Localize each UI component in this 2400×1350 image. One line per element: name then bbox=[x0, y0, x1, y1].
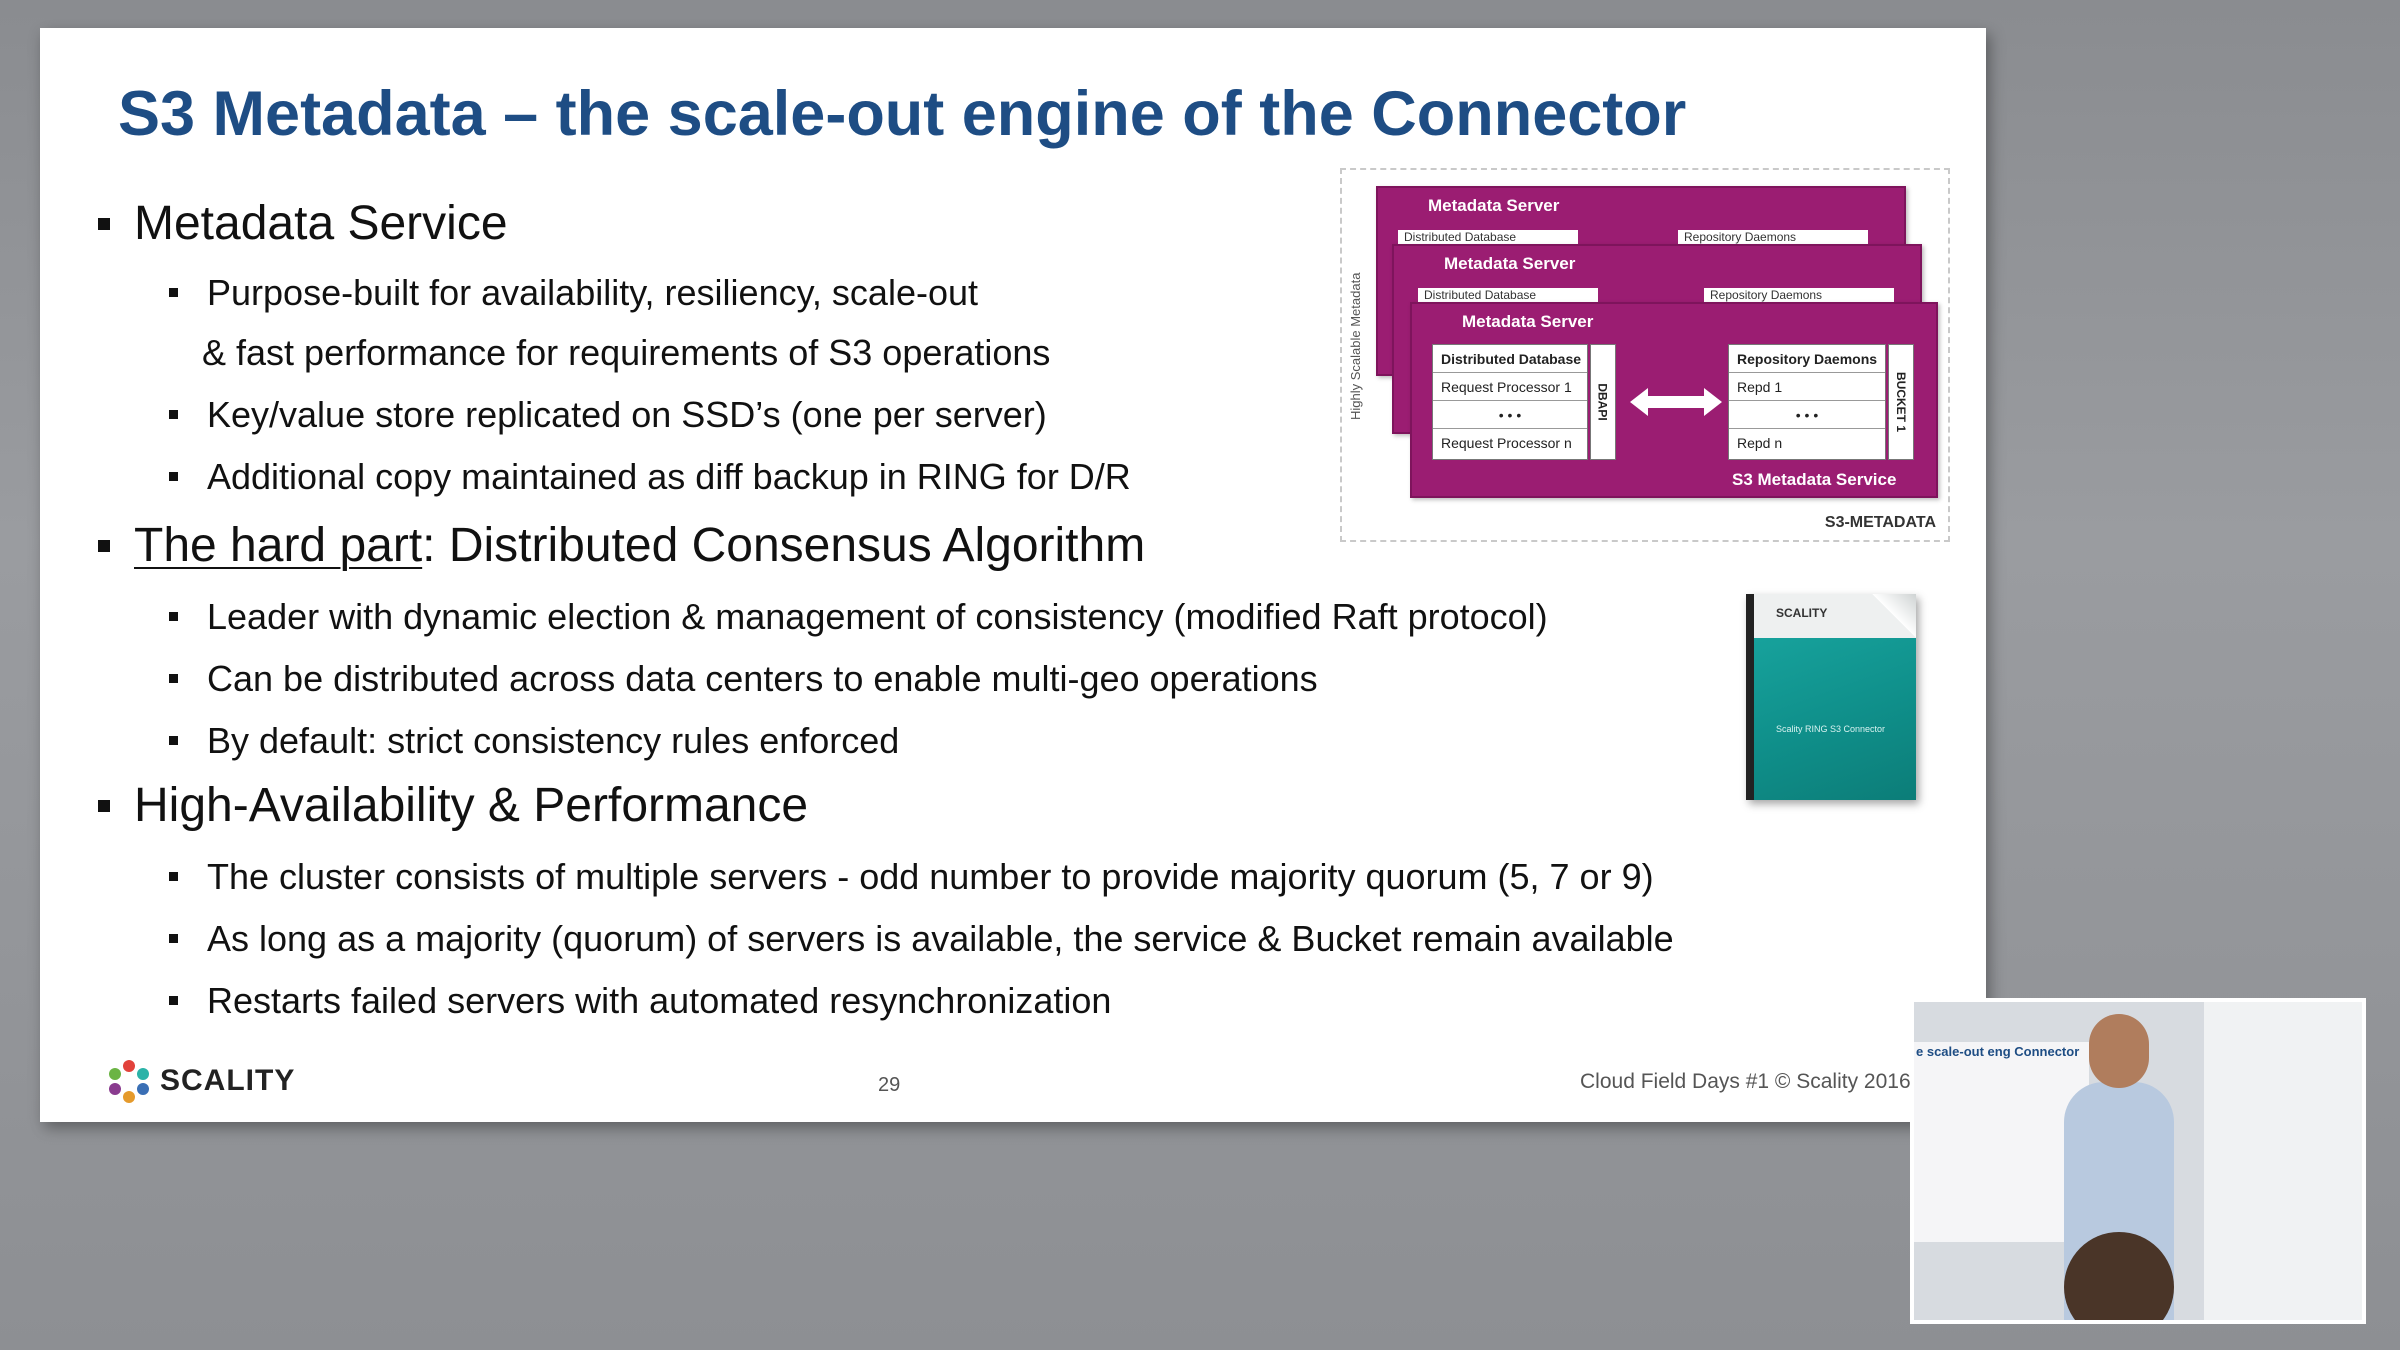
table-row: Request Processor 1 bbox=[1433, 373, 1587, 401]
bidirectional-arrow-icon bbox=[1630, 388, 1722, 416]
audience-member bbox=[2064, 1232, 2174, 1320]
table-row: Repd 1 bbox=[1729, 373, 1885, 401]
footer-logo-text: SCALITY bbox=[160, 1064, 296, 1097]
s3-metadata-box-label: S3-METADATA bbox=[1824, 514, 1936, 531]
distributed-database-table: Distributed Database Request Processor 1… bbox=[1432, 344, 1588, 460]
table-row: Repd n bbox=[1737, 435, 1783, 451]
metadata-server-front: Metadata Server Distributed Database Req… bbox=[1410, 302, 1938, 498]
repository-daemons-table: Repository Daemons Repd 1 • • • Repd n bbox=[1728, 344, 1886, 460]
metadata-server-title: Metadata Server bbox=[1444, 254, 1576, 273]
metadata-server-title: Metadata Server bbox=[1428, 196, 1560, 215]
scality-logo-icon bbox=[109, 1060, 149, 1103]
diagram-side-label: Highly Scalable Metadata bbox=[1348, 272, 1363, 420]
slide-title: S3 Metadata – the scale-out engine of th… bbox=[118, 79, 1687, 149]
bullet-cluster-quorum: The cluster consists of multiple servers… bbox=[169, 856, 1654, 897]
bullet-hard-part: The hard part: Distributed Consensus Alg… bbox=[97, 518, 1146, 573]
table-row: • • • bbox=[1433, 401, 1587, 429]
frag-repository-daemons: Repository Daemons bbox=[1704, 288, 1894, 302]
table-row: • • • bbox=[1729, 401, 1885, 429]
presenter-head bbox=[2089, 1014, 2149, 1088]
page-curl-icon bbox=[1872, 594, 1916, 638]
bullet-strict-consistency: By default: strict consistency rules enf… bbox=[168, 720, 900, 761]
webcam-whiteboard bbox=[2204, 1002, 2362, 1320]
bullet-purpose-built: Purpose-built for availability, resilien… bbox=[169, 272, 978, 313]
footer-logo: SCALITY bbox=[106, 1058, 295, 1104]
booklet-title: Scality RING S3 Connector bbox=[1776, 724, 1886, 734]
booklet-brand: SCALITY bbox=[1776, 606, 1828, 620]
connector-booklet-image: SCALITY Scality RING S3 Connector bbox=[1746, 594, 1916, 800]
bullet-multi-geo: Can be distributed across data centers t… bbox=[169, 658, 1318, 699]
metadata-server-title: Metadata Server bbox=[1462, 312, 1594, 331]
bullet-metadata-service: Metadata Service bbox=[98, 197, 508, 250]
s3-metadata-service-label: S3 Metadata Service bbox=[1732, 470, 1897, 489]
bucket-label: BUCKET 1 bbox=[1888, 344, 1914, 460]
bullet-majority-available: As long as a majority (quorum) of server… bbox=[169, 918, 1674, 959]
bullet-leader-election: Leader with dynamic election & managemen… bbox=[169, 596, 1548, 637]
dbapi-label: DBAPI bbox=[1590, 344, 1616, 460]
footer-copyright: Cloud Field Days #1 © Scality 2016 bbox=[1580, 1070, 1911, 1093]
presentation-slide: S3 Metadata – the scale-out engine of th… bbox=[40, 28, 1986, 1122]
table-row: Repository Daemons bbox=[1729, 345, 1885, 373]
hard-part-underlined: The hard part bbox=[134, 519, 423, 572]
hard-part-rest: : Distributed Consensus Algorithm bbox=[422, 519, 1146, 572]
webcam-inset: e scale-out eng Connector bbox=[1910, 998, 2366, 1324]
table-row: Request Processor n bbox=[1441, 435, 1572, 451]
page-number: 29 bbox=[878, 1074, 901, 1096]
webcam-projected-slide bbox=[1914, 1042, 2089, 1242]
s3-metadata-diagram: Highly Scalable Metadata Metadata Server… bbox=[1340, 168, 1950, 542]
frag-distributed-db: Distributed Database bbox=[1398, 230, 1578, 244]
bullet-kv-store: Key/value store replicated on SSD’s (one… bbox=[169, 394, 1047, 435]
bullet-diff-backup: Additional copy maintained as diff backu… bbox=[169, 456, 1131, 497]
bullet-resynchronization: Restarts failed servers with automated r… bbox=[168, 980, 1112, 1021]
frag-distributed-db: Distributed Database bbox=[1418, 288, 1598, 302]
bullet-purpose-built-cont: & fast performance for requirements of S… bbox=[202, 332, 1051, 373]
bullet-high-availability: High-Availability & Performance bbox=[97, 779, 809, 832]
webcam-slide-caption: e scale-out eng Connector bbox=[1916, 1044, 2080, 1059]
table-row: Distributed Database bbox=[1433, 345, 1587, 373]
frag-repository-daemons: Repository Daemons bbox=[1678, 230, 1868, 244]
